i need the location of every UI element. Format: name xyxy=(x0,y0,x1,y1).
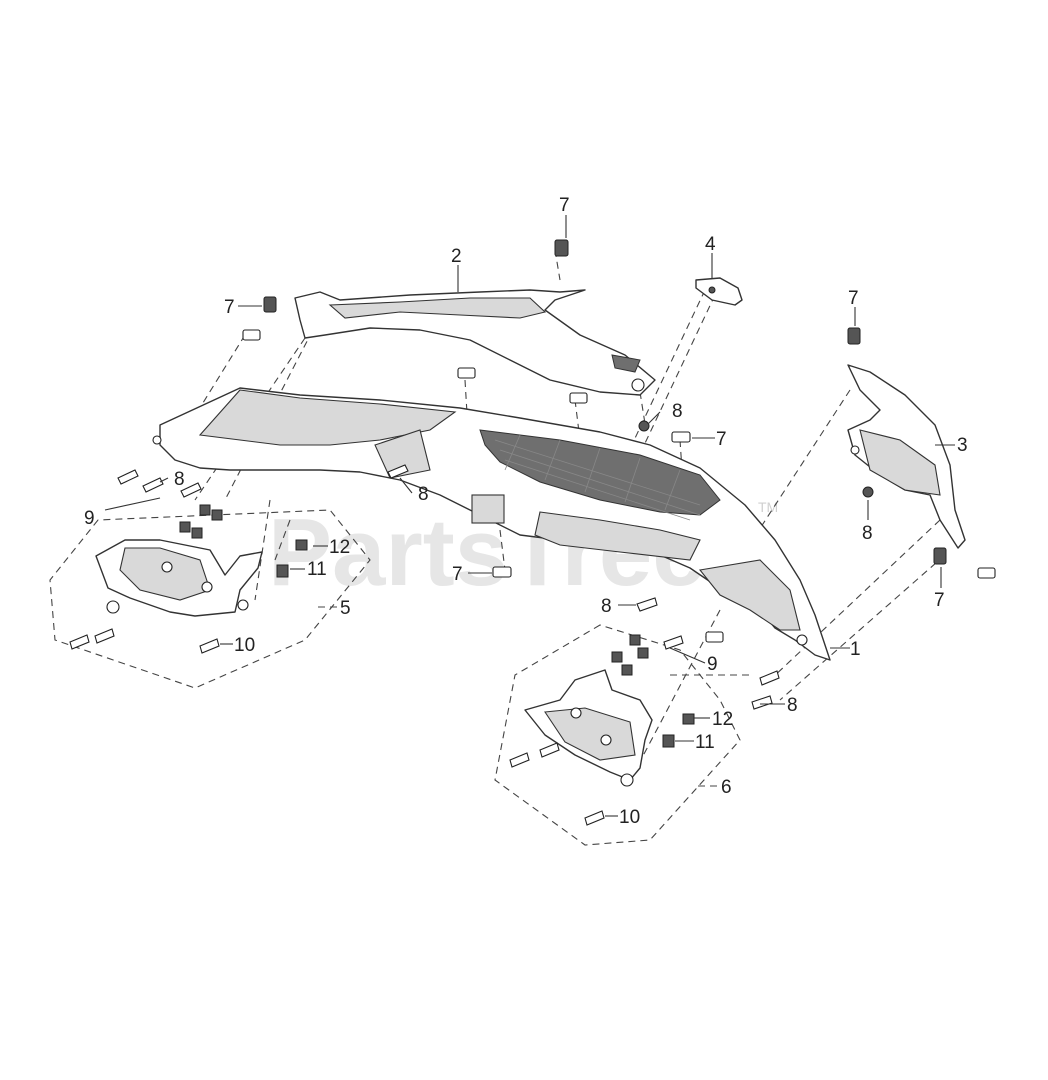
screw-hardware xyxy=(69,420,874,826)
part-3-side-trim xyxy=(847,364,966,549)
leader-lines xyxy=(104,215,955,817)
callout-1: 1 xyxy=(850,639,861,660)
callout-5: 5 xyxy=(340,598,351,619)
callout-4: 4 xyxy=(705,234,716,255)
callout-8-center: 8 xyxy=(672,401,683,422)
callout-labels: 1 2 3 4 5 6 7 7 7 7 7 7 8 8 8 8 8 8 9 9 … xyxy=(84,195,968,828)
callout-6: 6 xyxy=(721,777,732,798)
callout-3: 3 xyxy=(957,435,968,456)
part-2-upper-trim xyxy=(294,289,656,396)
callout-7-center: 7 xyxy=(716,429,727,450)
callout-9-right: 9 xyxy=(707,654,718,675)
part-1-front-fascia xyxy=(152,387,831,661)
callout-11-right: 11 xyxy=(695,732,715,753)
callout-7-right-bottom: 7 xyxy=(934,590,945,611)
callout-7-left: 7 xyxy=(224,297,235,318)
callout-7-right-top: 7 xyxy=(848,288,859,309)
group-outline-right xyxy=(494,624,741,846)
part-4-emblem xyxy=(695,277,743,306)
callout-9-left: 9 xyxy=(84,508,95,529)
callout-12-left: 12 xyxy=(329,537,350,558)
callout-11-left: 11 xyxy=(307,559,327,580)
callout-8-mid: 8 xyxy=(418,484,429,505)
group-outline-left xyxy=(49,509,371,689)
callout-10-right: 10 xyxy=(619,807,640,828)
callout-8-left: 8 xyxy=(174,469,185,490)
callout-7-bottom: 7 xyxy=(452,564,463,585)
callout-8-lower-right: 8 xyxy=(787,695,798,716)
callout-10-left: 10 xyxy=(234,635,255,656)
callout-8-lower: 8 xyxy=(601,596,612,617)
watermark-trademark: TM xyxy=(758,499,778,515)
callout-8-right: 8 xyxy=(862,523,873,544)
callout-7-top: 7 xyxy=(559,195,570,216)
part-6-right-bracket xyxy=(524,669,653,787)
part-5-left-bracket xyxy=(95,539,263,617)
clip-hardware xyxy=(242,239,996,643)
callout-2: 2 xyxy=(451,246,462,267)
callout-12-right: 12 xyxy=(712,709,733,730)
